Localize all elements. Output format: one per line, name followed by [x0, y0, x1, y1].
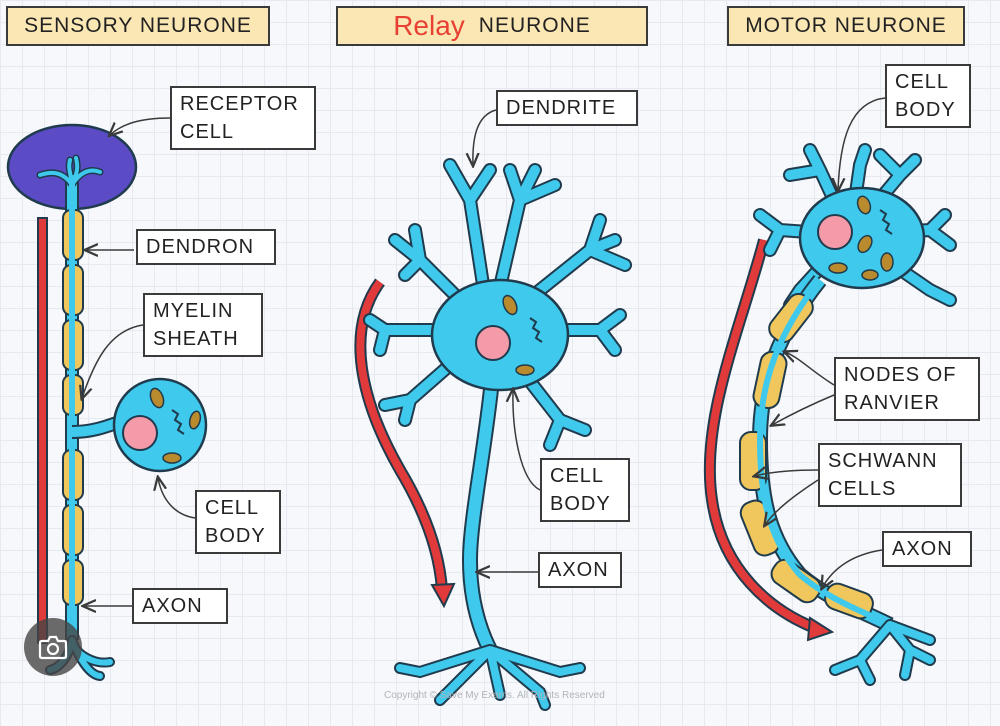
label-sensory-axon: AXON [132, 588, 228, 624]
sensory-neurone-title: SENSORY NEURONE [6, 6, 270, 46]
label-sensory-cell-body: CELL BODY [195, 490, 281, 554]
sensory-title-text: SENSORY NEURONE [24, 14, 252, 37]
relay-word: Relay [393, 10, 465, 41]
label-dendron: DENDRON [136, 229, 276, 265]
label-relay-cell-body: CELL BODY [540, 458, 630, 522]
label-line: CELL [895, 71, 950, 93]
label-receptor-cell: RECEPTOR CELL [170, 86, 316, 150]
label-line: NODES OF [844, 364, 957, 386]
camera-lens-icon[interactable] [24, 618, 82, 676]
label-line: MYELIN [153, 300, 234, 322]
label-line: CELL [550, 465, 605, 487]
sensory-neurone [6, 117, 208, 681]
sensory-impulse-arrow [37, 217, 48, 644]
relay-neurone [354, 109, 632, 711]
motor-neurone-title: MOTOR NEURONE [727, 6, 965, 46]
camera-lens-glyph [38, 635, 68, 660]
motor-nucleus [817, 214, 853, 250]
sensory-nucleus [122, 415, 158, 451]
label-line: CELLS [828, 478, 897, 500]
label-motor-cell-body: CELL BODY [885, 64, 971, 128]
label-line: BODY [550, 493, 611, 515]
label-line: CELL [205, 497, 260, 519]
copyright-text: Copyright © Save My Exams. All Rights Re… [384, 690, 605, 701]
label-line: AXON [548, 559, 609, 581]
motor-neurone [703, 97, 957, 686]
label-line: DENDRON [146, 236, 255, 258]
label-line: RECEPTOR [180, 93, 299, 115]
label-line: BODY [895, 99, 956, 121]
label-motor-axon: AXON [882, 531, 972, 567]
label-line: SCHWANN [828, 450, 938, 472]
label-schwann-cells: SCHWANN CELLS [818, 443, 962, 507]
label-relay-axon: AXON [538, 552, 622, 588]
relay-title-text: NEURONE [478, 14, 591, 37]
motor-title-text: MOTOR NEURONE [745, 14, 947, 37]
label-line: RANVIER [844, 392, 940, 414]
label-line: CELL [180, 121, 235, 143]
label-dendrite: DENDRITE [496, 90, 638, 126]
label-line: SHEATH [153, 328, 239, 350]
label-line: BODY [205, 525, 266, 547]
relay-nucleus [475, 325, 511, 361]
label-nodes-of-ranvier: NODES OF RANVIER [834, 357, 980, 421]
label-line: AXON [892, 538, 953, 560]
relay-neurone-title: Relay NEURONE [336, 6, 648, 46]
label-line: AXON [142, 595, 203, 617]
label-line: DENDRITE [506, 97, 617, 119]
label-myelin-sheath: MYELIN SHEATH [143, 293, 263, 357]
